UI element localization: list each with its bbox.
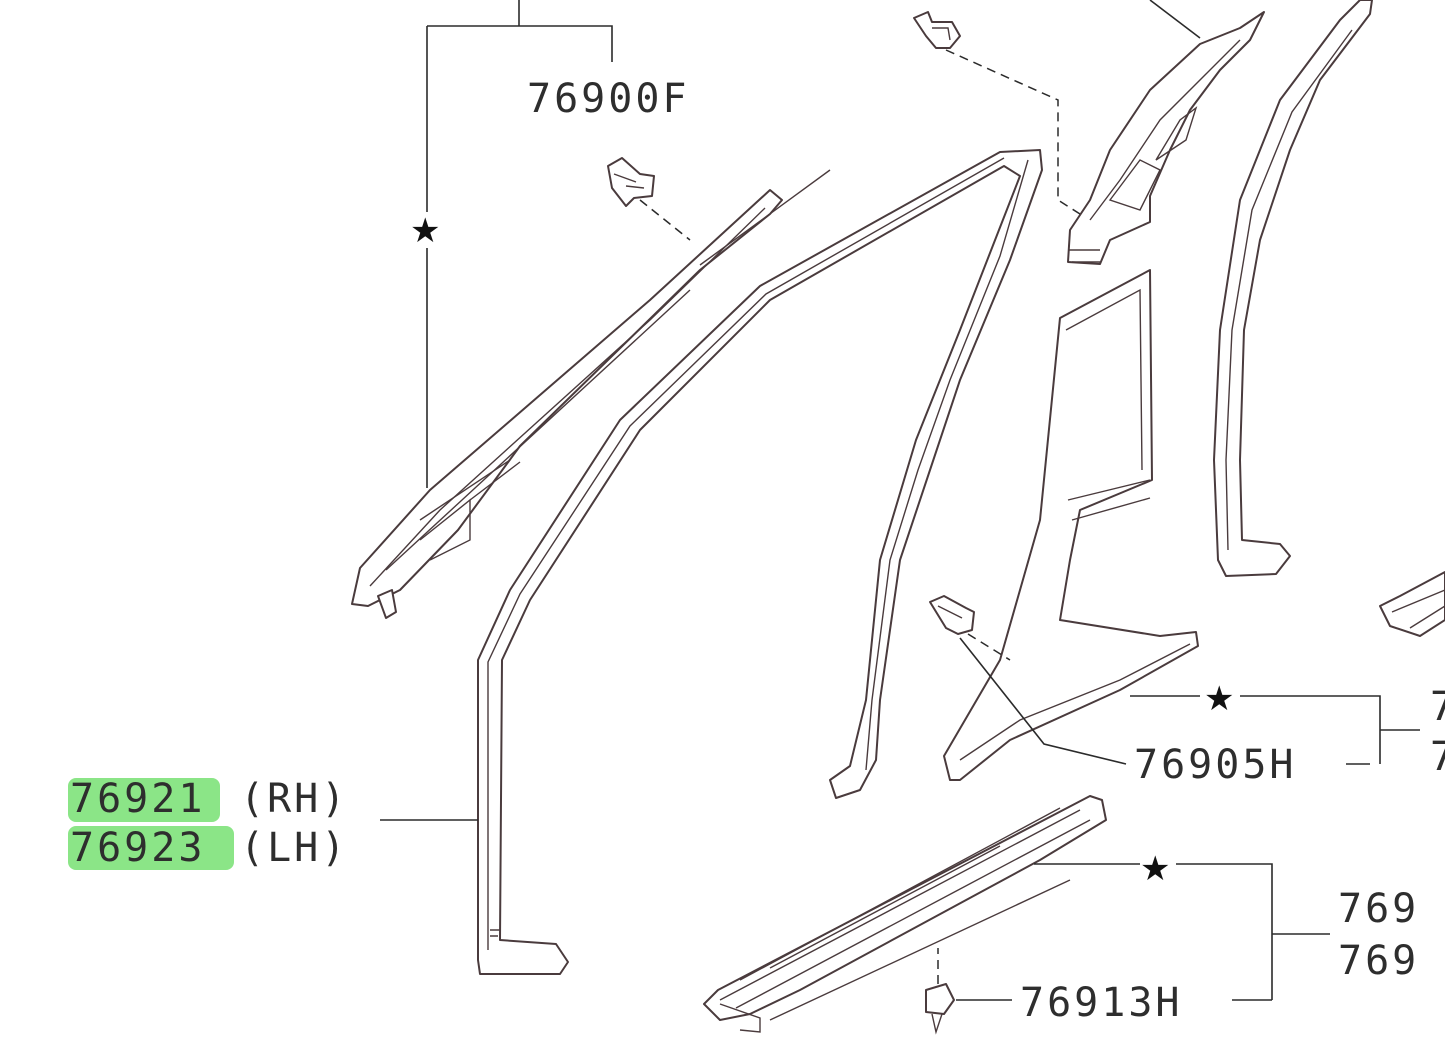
part-label-76923: 76923	[70, 825, 205, 871]
c-pillar-trim	[1213, 0, 1373, 577]
part-label-76921: 76921	[70, 776, 205, 822]
highlight-76923	[68, 826, 234, 870]
part-label-76921-rh: (RH)	[240, 776, 348, 822]
star-icon: ★	[1204, 679, 1234, 719]
weatherstrip-76921	[477, 149, 1043, 975]
star-icon: ★	[1140, 849, 1170, 889]
leader-76900F	[639, 199, 691, 241]
part-label-partial-1: 7	[1430, 684, 1445, 730]
part-label-76923-lh: (LH)	[240, 825, 348, 871]
part-label-partial-2: 7	[1430, 734, 1445, 780]
leader-76905H-dash	[967, 633, 1011, 661]
b-pillar-upper-trim	[1067, 0, 1265, 265]
clip-76913H-icon	[925, 983, 955, 1035]
part-label-partial-4: 769	[1338, 938, 1419, 984]
star-icon: ★	[410, 211, 440, 251]
clip-top-icon	[913, 11, 961, 49]
b-pillar-lower-trim	[943, 269, 1199, 781]
sill-scuff-plate	[703, 795, 1107, 1033]
bracket-right-upper	[1130, 695, 1420, 764]
highlight-76921	[68, 778, 220, 822]
clip-76905H-icon	[929, 595, 975, 635]
part-label-76905H: 76905H	[1134, 742, 1297, 788]
part-label-76913H: 76913H	[1020, 980, 1183, 1026]
clip-76900F-icon	[607, 157, 655, 207]
a-pillar-trim	[351, 169, 831, 619]
bracket-right-lower	[1034, 863, 1330, 1000]
part-label-partial-3: 769	[1338, 886, 1419, 932]
leader-76905H	[959, 637, 1370, 765]
part-label-76900F: 76900F	[527, 76, 690, 122]
leader-top-clip	[945, 49, 1081, 215]
bracket-a-pillar	[426, 0, 613, 488]
partial-right-trim	[1379, 571, 1445, 637]
